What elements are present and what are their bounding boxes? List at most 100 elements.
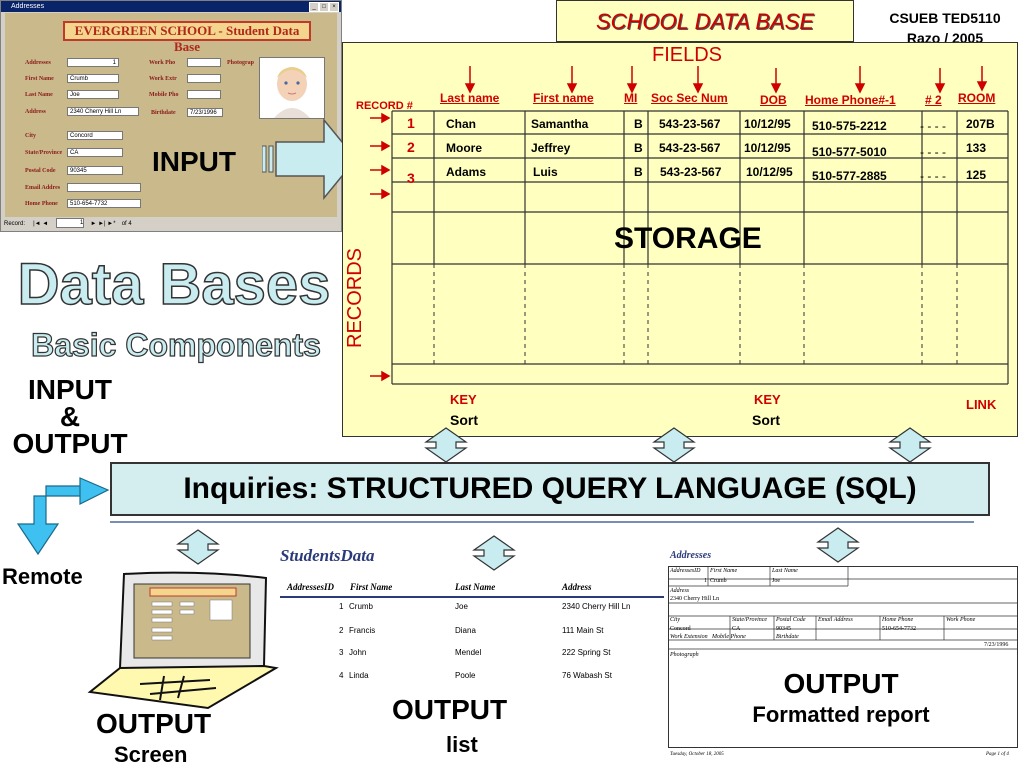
io-output: OUTPUT — [12, 428, 128, 459]
cell-room: 133 — [966, 141, 987, 155]
list-cell: Crumb — [349, 602, 374, 611]
double-arrow — [177, 529, 219, 565]
fields-label: FIELDS — [652, 44, 723, 66]
nav-first-prev-icons[interactable]: |◄ ◄ — [33, 221, 49, 227]
col-ssn: Soc Sec Num — [651, 91, 728, 105]
cell-ssn: 543-23-567 — [659, 141, 721, 155]
cell-dob: 10/12/95 — [746, 165, 793, 179]
postal-field[interactable]: 90345 — [67, 166, 123, 175]
report-value-address: 2340 Cherry Hill Ln — [670, 596, 720, 602]
output-list-label: OUTPUT — [392, 694, 508, 725]
state-field[interactable]: CA — [67, 148, 123, 157]
list-header-last: Last Name — [455, 582, 496, 592]
label-birthdate: Birthdate — [151, 110, 176, 116]
double-arrow — [425, 427, 467, 463]
addresses-id-field[interactable]: 1 — [67, 58, 119, 67]
minimize-icon[interactable]: _ — [309, 2, 319, 12]
report-value-home-phone: 510-654-7732 — [882, 626, 916, 632]
cell-mi: B — [634, 165, 643, 179]
label-first-name: First Name — [25, 76, 54, 82]
list-report-title: StudentsData — [280, 546, 375, 565]
list-cell: Mendel — [455, 648, 482, 657]
list-cell: Diana — [455, 626, 476, 635]
record-number-field[interactable]: 1 — [56, 218, 85, 229]
list-cell: 2 — [339, 626, 344, 635]
report-label-address: Address — [670, 588, 690, 594]
record-hash-label: RECORD # — [356, 100, 413, 112]
course-code: CSUEB TED5110 — [889, 10, 1001, 26]
home-phone-field[interactable]: 510-654-7732 — [67, 199, 141, 208]
label-address: Address — [25, 109, 46, 115]
address-field[interactable]: 2340 Cherry Hill Ln — [67, 107, 139, 116]
report-label-first: First Name — [710, 568, 738, 574]
record-count: of 4 — [121, 221, 132, 227]
double-arrow — [889, 427, 931, 463]
input-arrow — [262, 118, 357, 200]
birthdate-field[interactable]: 7/23/1996 — [187, 108, 223, 117]
output-report-label: OUTPUT — [783, 668, 899, 699]
report-label-home-phone: Home Phone — [882, 617, 914, 623]
data-bases-title: Data Bases Basic Components — [17, 251, 331, 363]
cell-phone: 510-577-5010 — [812, 145, 887, 159]
work-phone-field[interactable] — [187, 58, 221, 67]
cell-mi: B — [634, 117, 643, 131]
remote-arrow — [16, 477, 110, 556]
list-cell: 1 — [339, 602, 344, 611]
laptop-illustration — [87, 571, 279, 710]
record-number: 3 — [407, 170, 415, 186]
cell-room: 207B — [966, 117, 995, 131]
record-navigation-bar: Record: |◄ ◄ 1 ► ►| ►* of 4 — [1, 217, 341, 231]
title-basic-components: Basic Components — [31, 327, 321, 363]
double-arrow — [653, 427, 695, 463]
work-ext-field[interactable] — [187, 74, 221, 83]
list-cell: Poole — [455, 671, 476, 680]
report-label-mobile: Mobile Phone — [712, 634, 746, 640]
storage-label: STORAGE — [614, 222, 762, 255]
io-input: INPUT — [28, 374, 112, 405]
last-name-field[interactable]: Joe — [67, 90, 119, 99]
report-grid — [668, 566, 1018, 650]
report-label-birthdate: Birthdate — [776, 634, 799, 640]
first-name-field[interactable]: Crumb — [67, 74, 119, 83]
label-home-phone: Home Phone — [25, 201, 58, 207]
report-label-work-phone: Work Phone — [946, 617, 976, 623]
report-value-city: Concord — [670, 626, 691, 632]
report-value-last: Joe — [772, 578, 780, 584]
list-header-rule — [280, 596, 664, 598]
label-email: Email Addres — [25, 185, 61, 191]
mobile-field[interactable] — [187, 90, 221, 99]
input-output-label: INPUT & OUTPUT — [0, 374, 140, 459]
list-cell: Joe — [455, 602, 468, 611]
col-home-phone: Home Phone#-1 — [805, 93, 896, 107]
list-header-id: AddressesID — [287, 582, 335, 592]
label-postal: Postal Code — [25, 168, 56, 174]
storage-table-area — [342, 42, 1018, 437]
list-cell: 4 — [339, 671, 344, 680]
cell-first: Jeffrey — [531, 141, 571, 155]
maximize-icon[interactable]: □ — [319, 2, 329, 12]
col-phone-2: # 2 — [925, 93, 942, 107]
nav-next-last-icons[interactable]: ► ►| ►* — [90, 221, 116, 227]
report-label-id: AddressesID — [670, 568, 701, 574]
report-frame — [668, 566, 1018, 748]
cell-phone: 510-575-2212 — [812, 119, 887, 133]
list-cell: 222 Spring St — [562, 648, 611, 657]
list-cell: Francis — [349, 626, 376, 635]
cell-ssn: 543-23-567 — [659, 117, 721, 131]
output-screen-label: OUTPUT — [96, 708, 212, 739]
report-label-city: City — [670, 617, 680, 623]
label-work-ext: Work Extr — [149, 76, 177, 82]
label-city: City — [25, 133, 36, 139]
label-addresses: Addresses — [25, 60, 51, 66]
city-field[interactable]: Concord — [67, 131, 123, 140]
remote-label: Remote — [2, 564, 83, 589]
report-label-email: Email Address — [818, 617, 853, 623]
label-mobile: Mobile Pho — [149, 92, 179, 98]
close-icon[interactable]: × — [329, 2, 339, 12]
cell-dob: 10/12/95 — [744, 117, 791, 131]
link-label: LINK — [966, 397, 997, 412]
email-field[interactable] — [67, 183, 141, 192]
record-number: 1 — [407, 115, 415, 131]
cell-mi: B — [634, 141, 643, 155]
